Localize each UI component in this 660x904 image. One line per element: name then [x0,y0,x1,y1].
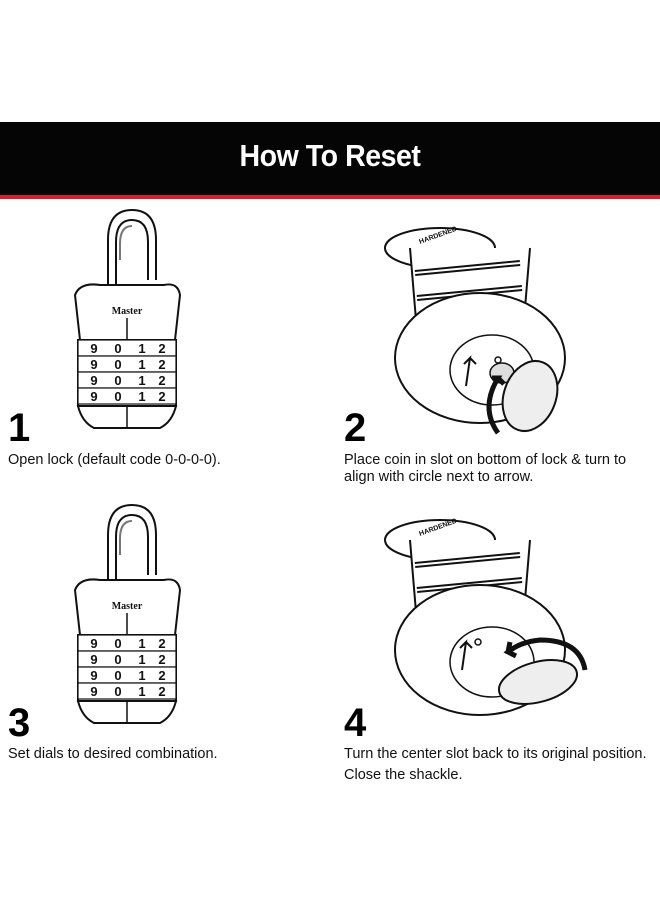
step-1-text: Open lock (default code 0-0-0-0). [8,452,221,468]
svg-text:9: 9 [90,357,97,372]
svg-text:2: 2 [158,389,165,404]
svg-text:2: 2 [158,373,165,388]
step-2-text-line2: align with circle next to arrow. [344,469,534,485]
svg-text:9: 9 [90,684,97,699]
svg-text:1: 1 [138,341,145,356]
svg-text:0: 0 [114,341,121,356]
svg-text:9: 9 [90,373,97,388]
coin-2 [498,659,578,705]
svg-text:1: 1 [138,668,145,683]
svg-text:0: 0 [114,357,121,372]
step-2-number: 2 [344,406,367,450]
svg-text:9: 9 [90,652,97,667]
accent-divider [0,195,660,199]
step-4-text-line2: Close the shackle. [344,767,463,783]
svg-text:0: 0 [114,636,121,651]
svg-text:2: 2 [158,341,165,356]
header-banner [0,122,660,195]
page-title: How To Reset [239,138,421,173]
svg-text:2: 2 [158,652,165,667]
step-3-text: Set dials to desired combination. [8,746,218,762]
step-1-number: 1 [8,406,31,450]
svg-text:2: 2 [158,636,165,651]
step2-lock-illustration: HARDENED [384,226,566,435]
step-3-number: 3 [8,701,31,745]
step-4-text-line1: Turn the center slot back to its origina… [344,746,647,762]
step-4-number: 4 [344,701,367,745]
svg-text:2: 2 [158,668,165,683]
svg-text:0: 0 [114,668,121,683]
coin [501,360,559,432]
lock-brand-text-2: Master [112,601,143,612]
step4-lock-illustration: HARDENED [384,518,588,716]
svg-text:1: 1 [138,357,145,372]
svg-text:1: 1 [138,652,145,667]
svg-text:9: 9 [90,668,97,683]
svg-text:0: 0 [114,652,121,667]
svg-text:0: 0 [114,684,121,699]
svg-text:9: 9 [90,389,97,404]
svg-text:9: 9 [90,636,97,651]
svg-text:1: 1 [138,636,145,651]
svg-text:9: 9 [90,341,97,356]
step-2-text-line1: Place coin in slot on bottom of lock & t… [344,452,627,468]
svg-text:1: 1 [138,373,145,388]
svg-text:0: 0 [114,389,121,404]
svg-text:0: 0 [114,373,121,388]
svg-text:2: 2 [158,357,165,372]
svg-text:1: 1 [138,684,145,699]
svg-text:2: 2 [158,684,165,699]
svg-text:1: 1 [138,389,145,404]
lock-brand-text: Master [112,306,143,317]
